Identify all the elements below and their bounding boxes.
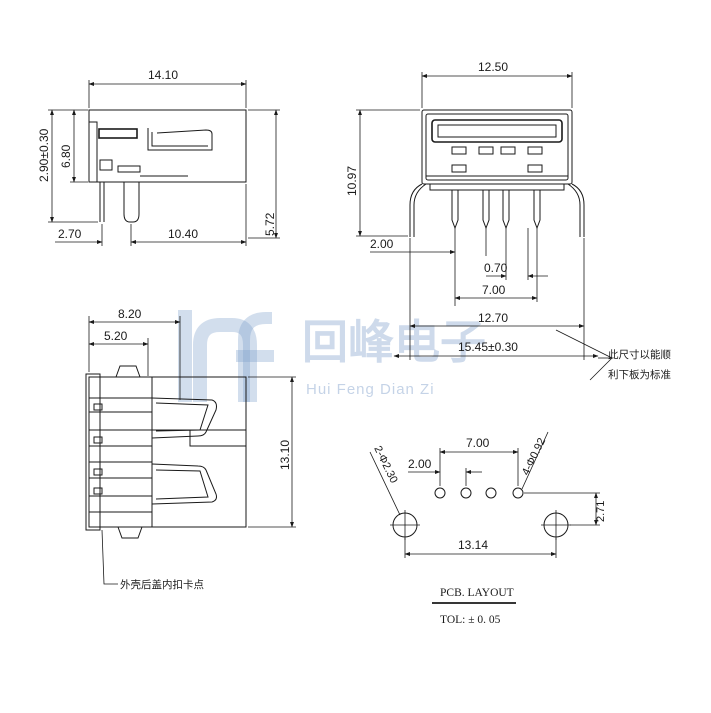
front-height-label: 10.97	[345, 166, 359, 196]
side-width-label: 14.10	[148, 68, 178, 82]
pcb-layout: 7.00 2.00 2-Φ2.30 4-Φ0.92 13.14 2.71 PCB…	[369, 431, 607, 626]
front-tab-span-label: 15.45±0.30	[458, 340, 518, 354]
top-spring-upper	[151, 397, 217, 439]
front-pin-span-label: 7.00	[482, 283, 506, 297]
pin-holes	[434, 487, 524, 499]
pcb-hole-span-label: 13.14	[458, 538, 488, 552]
front-pin-pitch-label: 0.70	[484, 261, 508, 275]
watermark-english: Hui Feng Dian Zi	[306, 381, 435, 398]
side-pin-span-label: 10.40	[168, 227, 198, 241]
top-outer-dim-label: 8.20	[118, 307, 142, 321]
pcb-title: PCB. LAYOUT	[440, 587, 514, 599]
watermark-chinese: 回峰电子	[302, 315, 486, 369]
front-width-label: 12.50	[478, 60, 508, 74]
front-note-line2: 利下板为标准	[608, 368, 671, 381]
top-view: 8.20 5.20 13.10 外壳后盖内扣卡点	[85, 307, 296, 591]
top-latch-note: 外壳后盖内扣卡点	[120, 578, 204, 591]
front-pin-left-label: 2.00	[370, 237, 394, 251]
mounting-hole-right	[541, 510, 571, 540]
top-latch-bottom	[117, 526, 143, 539]
top-spring-lower	[151, 463, 217, 505]
front-tab-right	[571, 183, 585, 237]
pcb-tolerance: TOL: ± 0. 05	[440, 614, 501, 626]
watermark-logo-icon	[178, 310, 274, 402]
pcb-small-hole-label: 4-Φ0.92	[520, 436, 548, 477]
pcb-big-hole-label: 2-Φ2.30	[371, 444, 399, 485]
front-pins	[451, 190, 541, 230]
side-pin-height-label: 5.72	[263, 212, 277, 236]
side-pin-offset-label: 2.70	[58, 227, 82, 241]
top-latch-top	[115, 365, 141, 378]
pcb-pin-pitch-label: 2.00	[408, 457, 432, 471]
front-shell	[421, 109, 573, 185]
side-view: 14.10 2.90±0.30 6.80 5.72 2.70 10.40	[37, 68, 280, 246]
top-inner-dim-label: 5.20	[104, 329, 128, 343]
side-total-height-label: 2.90±0.30	[37, 128, 51, 182]
watermark: 回峰电子 Hui Feng Dian Zi	[178, 310, 486, 402]
pcb-offset-label: 2.71	[595, 501, 607, 522]
top-height-label: 13.10	[278, 440, 292, 470]
front-note-line1: 此尺寸以能顺	[608, 348, 671, 361]
side-body-height-label: 6.80	[59, 144, 73, 168]
side-latch-slot	[98, 128, 138, 139]
mounting-hole-left	[390, 510, 420, 540]
pcb-pin-span-label: 7.00	[466, 436, 490, 450]
side-spring-contact	[147, 128, 213, 151]
side-pin-tab	[123, 182, 140, 223]
front-tab-left	[409, 183, 423, 237]
front-opening	[431, 119, 563, 143]
front-body-width-label: 12.70	[478, 311, 508, 325]
front-view: 12.50 10.97 2.00 0.70 7.00 12.70 15.45±0…	[345, 60, 671, 381]
top-body	[88, 376, 247, 528]
